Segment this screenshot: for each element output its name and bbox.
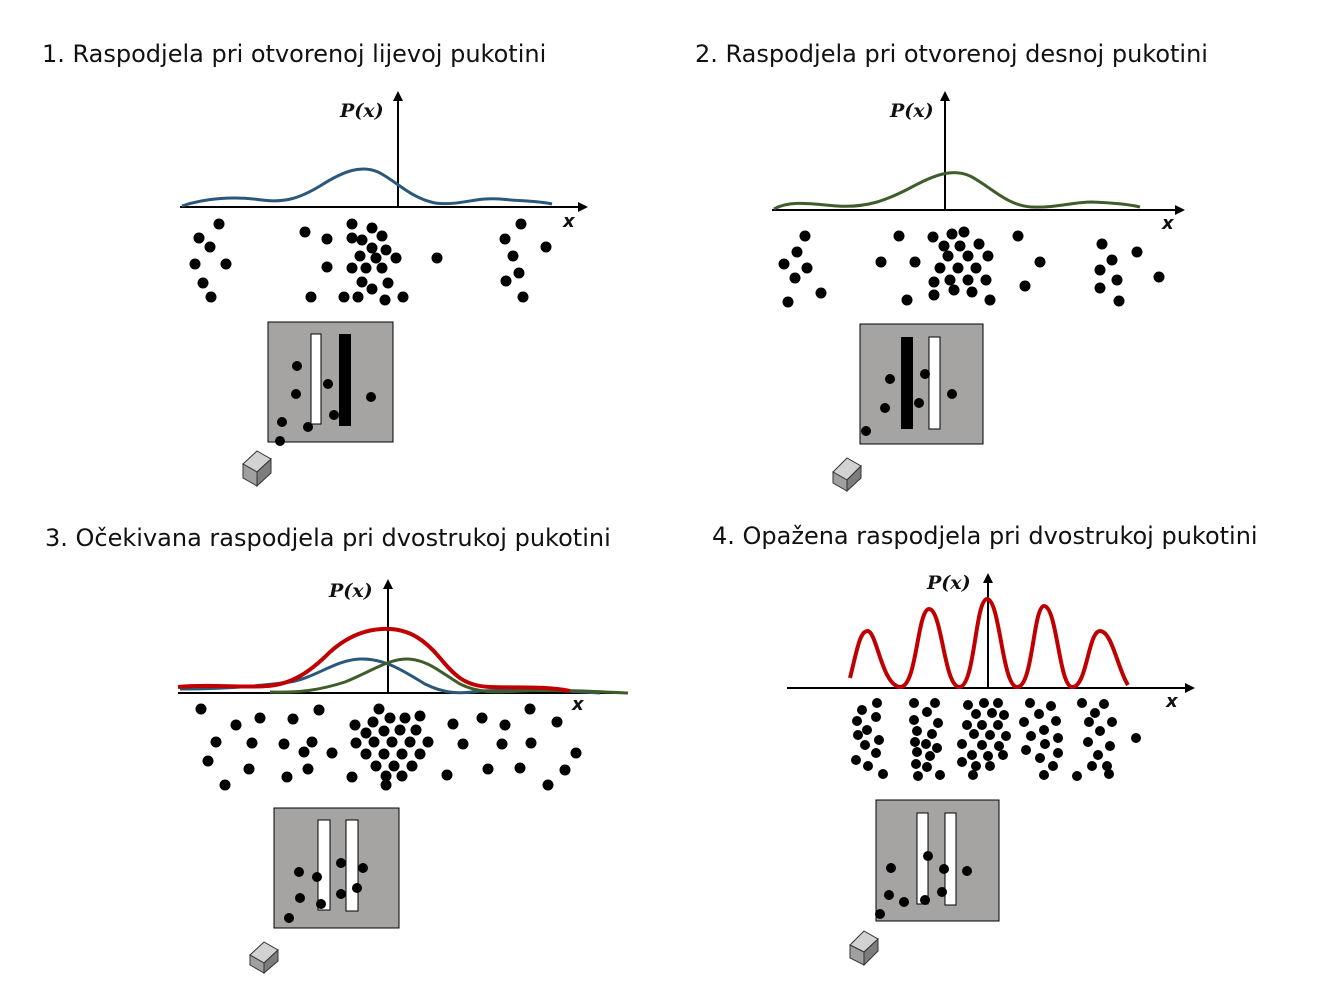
diagram-observed-double-slit bbox=[787, 573, 1195, 967]
y-axis-arrow bbox=[983, 573, 993, 583]
electron-gun bbox=[832, 457, 862, 493]
right-slit-curve bbox=[269, 657, 629, 695]
x-axis-label: x bbox=[563, 211, 575, 232]
y-axis-arrow bbox=[940, 91, 950, 101]
y-axis-label: P(x) bbox=[927, 572, 971, 594]
detection-dots bbox=[851, 698, 1141, 781]
double-slit-barrier bbox=[859, 323, 984, 445]
left-slit-open bbox=[317, 819, 331, 911]
panel-left-slit: 1. Raspodjela pri otvorenoj lijevoj puko… bbox=[0, 0, 672, 500]
x-axis-label: x bbox=[1162, 213, 1174, 234]
left-slit-open bbox=[310, 333, 322, 425]
double-slit-barrier bbox=[875, 799, 1000, 922]
panel-observed-double-slit: 4. Opažena raspodjela pri dvostrukoj puk… bbox=[672, 500, 1344, 1008]
axes bbox=[180, 91, 588, 212]
right-slit-curve bbox=[773, 171, 1141, 211]
sum-curve bbox=[177, 626, 571, 693]
detection-dots bbox=[778, 226, 1165, 308]
double-slit-barrier bbox=[267, 321, 394, 446]
x-axis-arrow bbox=[1185, 683, 1195, 693]
x-axis-label: x bbox=[1166, 691, 1178, 712]
panel-title: 2. Raspodjela pri otvorenoj desnoj pukot… bbox=[695, 40, 1208, 68]
left-slit-curve bbox=[181, 167, 553, 208]
electron-gun bbox=[249, 941, 279, 975]
right-slit-open bbox=[345, 819, 359, 912]
x-axis-label: x bbox=[572, 694, 584, 715]
right-slit-closed bbox=[339, 334, 351, 426]
axes bbox=[772, 91, 1185, 215]
x-axis-arrow bbox=[1175, 205, 1185, 215]
right-slit-open bbox=[928, 336, 941, 430]
right-slit-open bbox=[944, 812, 957, 906]
panel-right-slit: 2. Raspodjela pri otvorenoj desnoj pukot… bbox=[672, 0, 1344, 500]
panel-expected-double-slit: 3. Očekivana raspodjela pri dvostrukoj p… bbox=[0, 500, 672, 1008]
y-axis-arrow bbox=[393, 91, 403, 101]
left-slit-closed bbox=[901, 337, 913, 429]
diagram-right-slit bbox=[772, 91, 1185, 493]
detection-dots bbox=[195, 703, 582, 791]
y-axis-label: P(x) bbox=[340, 100, 384, 122]
diagram-expected-double-slit bbox=[177, 579, 629, 975]
axes bbox=[178, 579, 628, 694]
axes bbox=[787, 573, 1195, 693]
double-slit-barrier bbox=[273, 807, 400, 929]
y-axis-arrow bbox=[383, 579, 393, 589]
electron-gun bbox=[242, 450, 272, 488]
electron-gun bbox=[849, 930, 879, 967]
panel-title: 3. Očekivana raspodjela pri dvostrukoj p… bbox=[45, 524, 611, 552]
panel-title: 1. Raspodjela pri otvorenoj lijevoj puko… bbox=[42, 40, 547, 68]
y-axis-label: P(x) bbox=[890, 100, 934, 122]
interference-curve bbox=[848, 596, 1130, 689]
x-axis-arrow bbox=[578, 202, 588, 212]
y-axis-label: P(x) bbox=[329, 580, 373, 602]
panel-title: 4. Opažena raspodjela pri dvostrukoj puk… bbox=[712, 522, 1258, 550]
diagram-left-slit bbox=[180, 91, 588, 488]
detection-dots bbox=[189, 218, 552, 306]
